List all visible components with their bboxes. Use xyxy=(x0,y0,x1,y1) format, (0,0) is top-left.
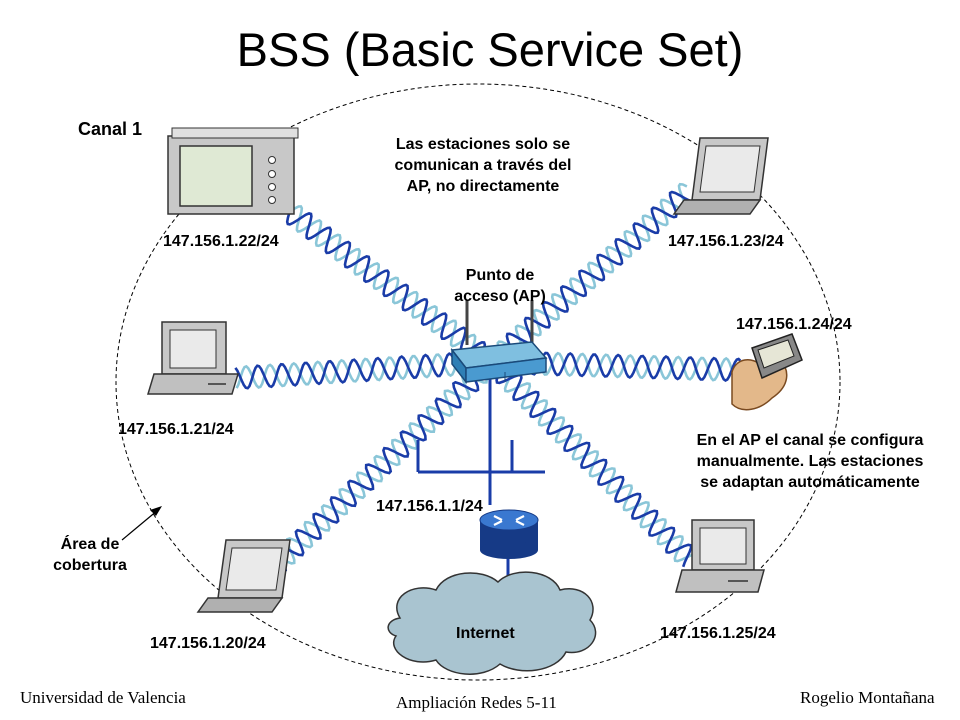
laptop-top-right-icon xyxy=(672,137,769,215)
wireless-link-desktop-left-strand-b xyxy=(235,350,494,390)
desktop-computer-left-icon xyxy=(146,321,240,395)
wireless-link-laptop-bottom-left-strand-a xyxy=(259,361,498,585)
channel-config-note: En el AP el canal se configura manualmen… xyxy=(696,432,924,491)
internet-cloud-icon xyxy=(387,571,597,675)
footer-course: Ampliación Redes 5-11 xyxy=(396,693,557,712)
access-point-label: Punto de acceso (AP) xyxy=(454,267,546,305)
ip-label-laptop-bottom-left: 147.156.1.20/24 xyxy=(150,635,266,652)
ip-label-desktop-bottom-right: 147.156.1.25/24 xyxy=(660,625,776,642)
slide-title: BSS (Basic Service Set) xyxy=(236,23,744,76)
laptop-bottom-left-icon xyxy=(196,539,291,613)
pda-in-hand-icon xyxy=(731,333,803,411)
ip-label-pda: 147.156.1.24/24 xyxy=(736,316,852,333)
channel-label: Canal 1 xyxy=(78,119,143,139)
internet-label: Internet xyxy=(456,625,515,642)
footer-university: Universidad de Valencia xyxy=(20,688,186,707)
desktop-computer-bottom-right-icon xyxy=(675,519,765,593)
ip-label-tv: 147.156.1.22/24 xyxy=(163,233,279,250)
wireless-link-laptop-bottom-left-strand-b xyxy=(255,356,493,582)
router-icon xyxy=(479,509,539,559)
coverage-arrow xyxy=(121,506,162,541)
coverage-area-circle xyxy=(115,83,841,681)
wireless-links xyxy=(234,182,742,585)
tv-monitor-icon xyxy=(167,127,299,215)
ip-label-laptop-top-right: 147.156.1.23/24 xyxy=(668,233,784,250)
coverage-area-label: Área de cobertura xyxy=(53,536,127,574)
footer-author: Rogelio Montañana xyxy=(800,688,935,707)
wireless-link-desktop-bottom-right-strand-a xyxy=(491,356,693,568)
stations-note: Las estaciones solo se comunican a travé… xyxy=(394,136,572,195)
wireless-link-tv-strand-b xyxy=(289,205,496,363)
wireless-link-tv-strand-a xyxy=(285,212,493,369)
wireless-link-desktop-bottom-right-strand-b xyxy=(486,361,698,563)
wireless-link-laptop-top-right-strand-b xyxy=(491,182,688,368)
ip-label-desktop-left: 147.156.1.21/24 xyxy=(118,421,234,438)
wireless-link-desktop-left-strand-a xyxy=(234,350,494,390)
access-point-icon xyxy=(450,300,548,385)
ip-label-router: 147.156.1.1/24 xyxy=(376,498,483,515)
